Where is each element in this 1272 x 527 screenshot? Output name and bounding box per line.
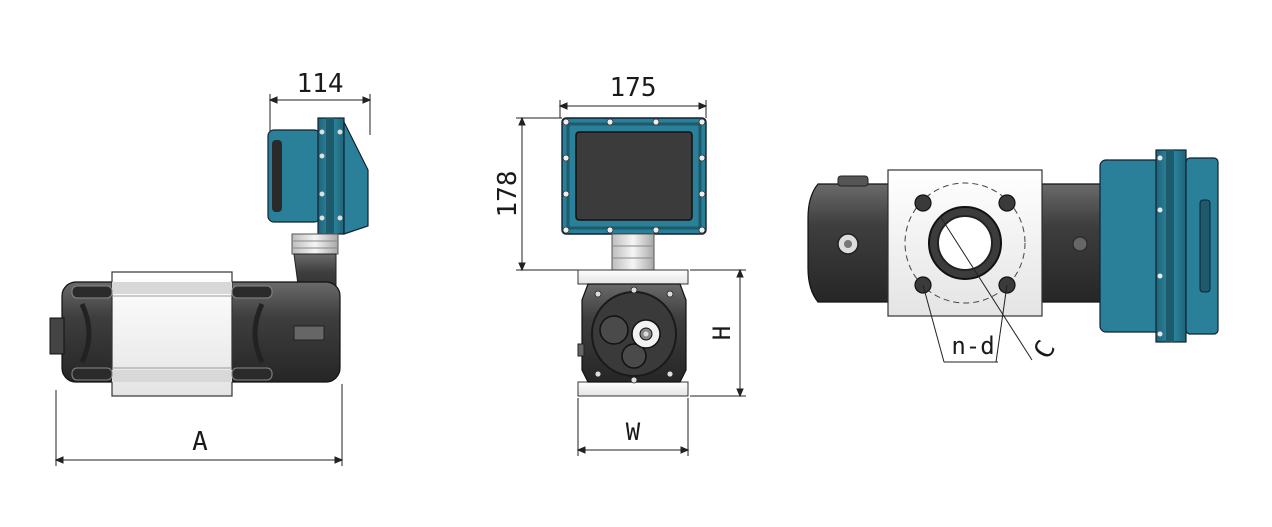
dim-side-width	[268, 94, 372, 135]
head-top	[1099, 149, 1219, 343]
label-bolt-circle: C	[1028, 336, 1062, 365]
label-bolt-spec: n-d	[951, 332, 994, 360]
flange-view: n-d C	[807, 149, 1219, 365]
label-base-height: H	[708, 326, 736, 340]
dim-front-width	[558, 100, 708, 118]
dim-base-height	[690, 268, 746, 398]
label-overall-length: A	[192, 427, 208, 457]
dim-base-width	[576, 398, 690, 456]
label-front-height: 178	[493, 171, 523, 218]
label-front-width: 175	[610, 73, 657, 103]
body-side	[49, 271, 341, 397]
head-side	[267, 117, 369, 235]
label-side-width: 114	[297, 69, 344, 99]
display-head	[561, 117, 707, 235]
dim-overall-length	[54, 384, 344, 466]
label-base-width: W	[626, 418, 641, 446]
front-body	[577, 269, 689, 397]
side-view: 114	[49, 69, 372, 466]
leader-lines	[922, 215, 1033, 363]
front-view: 175 178	[493, 73, 746, 456]
